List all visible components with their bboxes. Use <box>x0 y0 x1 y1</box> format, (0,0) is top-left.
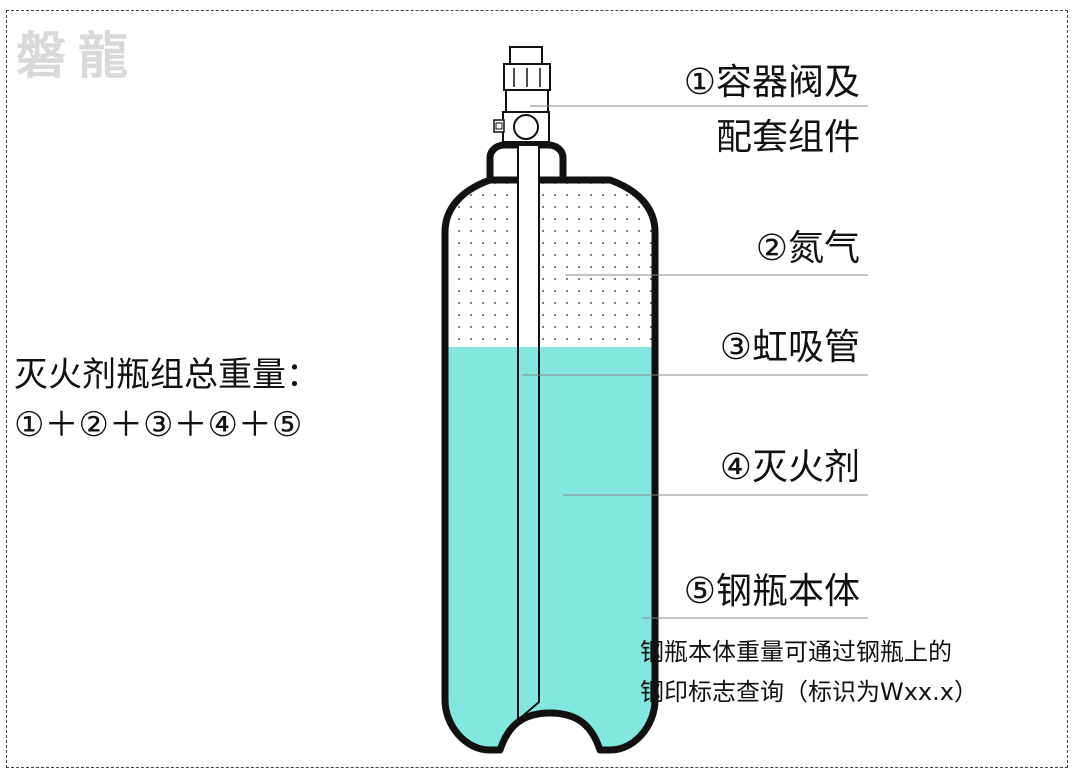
total-weight-block: 灭火剂瓶组总重量： ①＋②＋③＋④＋⑤ <box>14 350 320 450</box>
total-weight-title: 灭火剂瓶组总重量： <box>14 355 320 395</box>
cylinder-contents <box>445 180 655 750</box>
extinguishing-agent-liquid <box>445 347 655 750</box>
label-valve-line2: 配套组件 <box>715 117 860 158</box>
label-nitrogen: ②氮气 <box>755 228 860 269</box>
leader-lines <box>522 105 868 619</box>
siphon-tube <box>517 146 540 723</box>
cylinder-body <box>441 176 659 754</box>
valve-assembly <box>493 46 551 143</box>
label-cylinder: ⑤钢瓶本体 <box>683 571 860 612</box>
label-agent: ④灭火剂 <box>719 447 860 488</box>
cylinder-weight-note: 钢瓶本体重量可通过钢瓶上的 钢印标志查询（标识为Wxx.x） <box>640 632 978 712</box>
note-line2: 钢印标志查询（标识为Wxx.x） <box>640 678 978 706</box>
watermark-logo: 磐龍 <box>16 27 140 85</box>
total-weight-formula: ①＋②＋③＋④＋⑤ <box>14 405 303 445</box>
label-valve-line1: ①容器阀及 <box>683 62 860 103</box>
dashed-frame <box>6 10 1068 768</box>
label-siphon: ③虹吸管 <box>719 327 860 368</box>
siphon-tube-upper <box>519 146 538 347</box>
note-line1: 钢瓶本体重量可通过钢瓶上的 <box>640 638 952 666</box>
nitrogen-gas <box>445 180 655 347</box>
